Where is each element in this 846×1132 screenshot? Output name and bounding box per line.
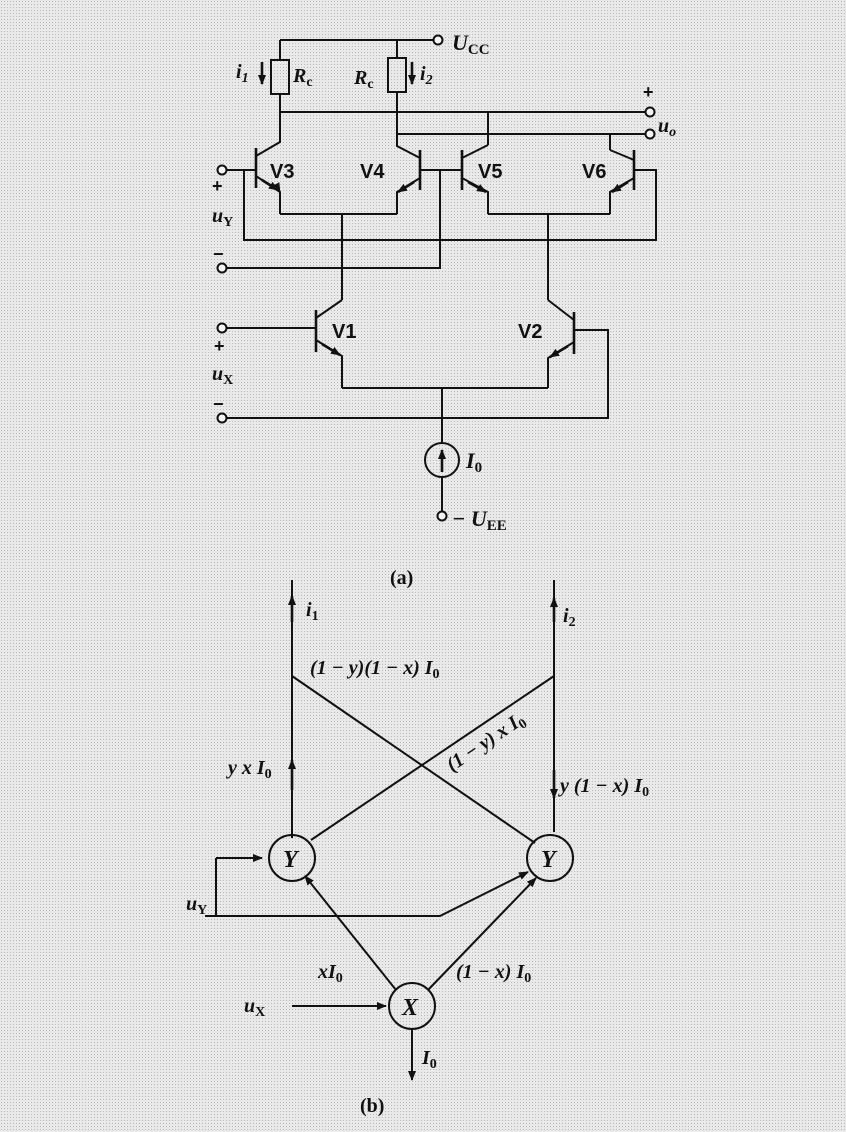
y-node-right-label: Y xyxy=(541,847,558,873)
right-branch-label: y (1 − x) I0 xyxy=(558,775,649,800)
x-node-label: X xyxy=(401,995,419,1021)
ux-minus-bus xyxy=(226,329,609,419)
ux-plus-sign: + xyxy=(214,336,225,356)
rc-left-resistor xyxy=(270,59,290,95)
figure-b: i1 i2 (1 − y)(1 − x) I0 (1 − y) x I0 y x… xyxy=(186,580,649,1117)
v5-label: V5 xyxy=(478,161,502,183)
uee-label: − UEE xyxy=(452,506,507,534)
uo-minus-rail xyxy=(396,108,646,140)
i0-label-a: I0 xyxy=(465,448,482,476)
transistor-v6 xyxy=(609,149,636,214)
ucc-terminal[interactable] xyxy=(432,34,444,46)
ux-plus-terminal[interactable] xyxy=(216,322,228,334)
x-right-label: (1 − x) I0 xyxy=(456,961,531,986)
ux-label-b: uX xyxy=(244,995,265,1020)
cross-line-up xyxy=(310,675,555,841)
uy-label-a: uY xyxy=(212,205,233,230)
v6-label: V6 xyxy=(582,161,606,183)
rc-right-label: Rc xyxy=(353,67,374,92)
i2-label-a: i2 xyxy=(420,63,433,88)
i1-label-a: i1 xyxy=(236,61,249,86)
ux-label-a: uX xyxy=(212,363,233,388)
transistor-v1 xyxy=(314,299,343,388)
i1-label-b: i1 xyxy=(306,599,319,624)
caption-b: (b) xyxy=(360,1095,384,1117)
uy-minus-sign: − xyxy=(213,244,224,264)
tail-wire xyxy=(342,387,548,444)
x-right-link xyxy=(427,877,537,991)
cross-line-down xyxy=(291,675,536,844)
v3-label: V3 xyxy=(270,161,294,183)
caption-a: (a) xyxy=(390,567,413,589)
v1-label: V1 xyxy=(332,321,356,343)
uy-plus-terminal[interactable] xyxy=(216,164,228,176)
uy-plus-bus xyxy=(243,169,657,241)
rc-left-label: Rc xyxy=(292,65,313,90)
ux-minus-terminal[interactable] xyxy=(216,412,228,424)
ucc-label: UCC xyxy=(452,30,490,58)
uy-minus-terminal[interactable] xyxy=(216,262,228,274)
figure-a: UCC i1 Rc Rc i2 + uo V3 + xyxy=(212,30,676,589)
uo-minus-terminal[interactable] xyxy=(644,128,656,140)
uy-input-right xyxy=(205,871,529,917)
uo-label: uo xyxy=(658,115,676,140)
i0-label-b: I0 xyxy=(421,1047,437,1072)
y-node-right xyxy=(526,834,574,882)
uy-label-b: uY xyxy=(186,893,207,918)
i2-label-b: i2 xyxy=(563,605,576,630)
uo-plus-sign: + xyxy=(643,82,654,102)
x-left-link xyxy=(304,875,397,991)
x-left-label: xI0 xyxy=(317,961,343,986)
transistor-v3 xyxy=(254,118,281,214)
rc-right-resistor xyxy=(387,57,407,93)
y-node-left-label: Y xyxy=(283,847,300,873)
v2-label: V2 xyxy=(518,321,542,343)
ux-minus-sign: − xyxy=(213,394,224,414)
uo-plus-terminal[interactable] xyxy=(644,106,656,118)
y-node-left xyxy=(268,834,316,882)
uy-plus-sign: + xyxy=(212,176,223,196)
transistor-v4 xyxy=(396,140,422,214)
uee-terminal[interactable] xyxy=(436,510,448,522)
cross-top-label: (1 − y)(1 − x) I0 xyxy=(310,657,440,682)
uy-minus-bus xyxy=(226,169,462,269)
transistor-v2 xyxy=(547,299,576,388)
v4-label: V4 xyxy=(360,161,385,183)
left-branch-label: y x I0 xyxy=(226,757,272,782)
